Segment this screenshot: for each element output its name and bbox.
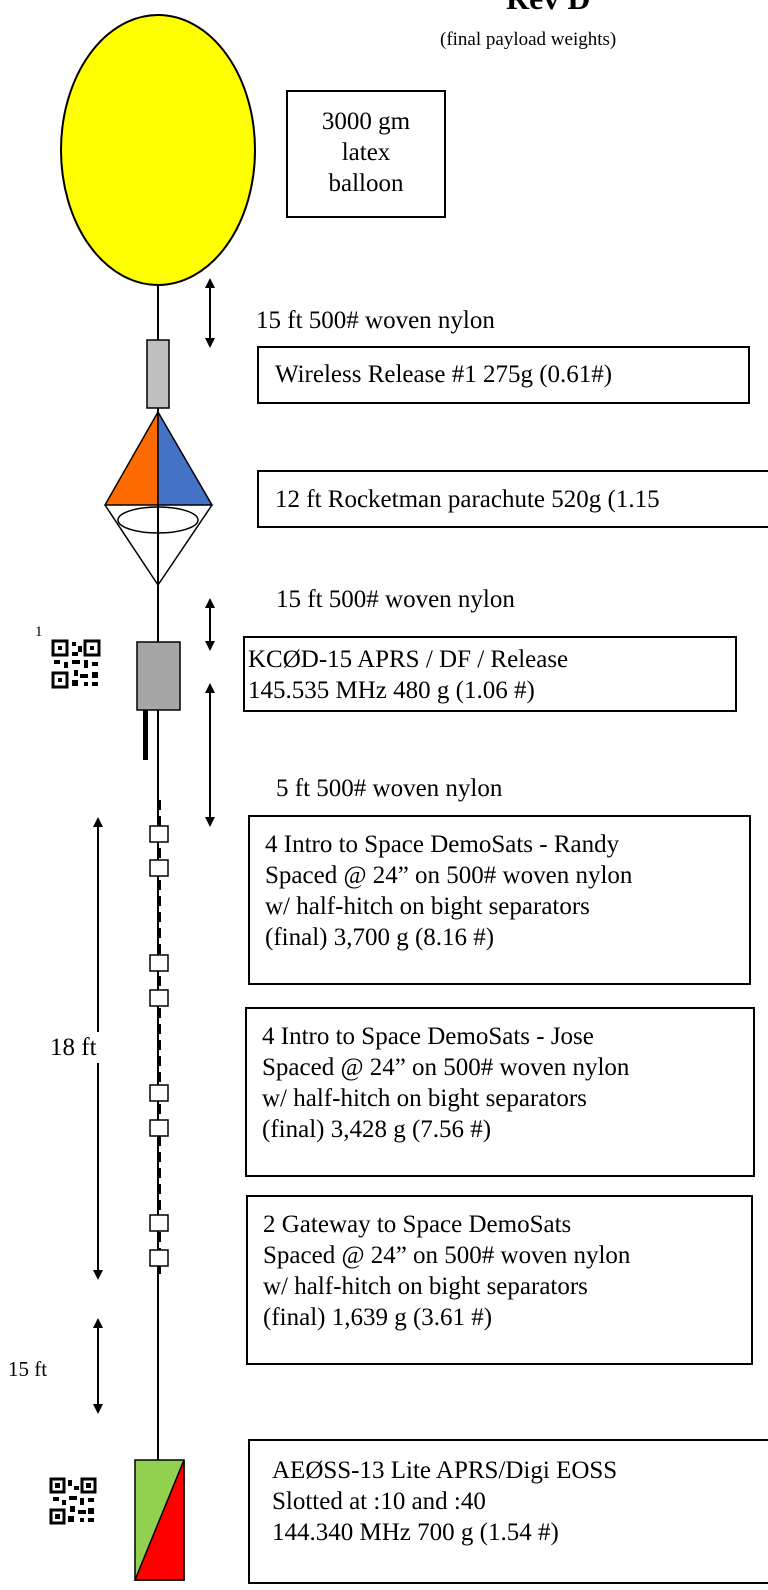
demosats-randy-line: (final) 3,700 g (8.16 #) bbox=[265, 924, 495, 951]
parachute-right-panel bbox=[157, 409, 214, 506]
parachute-box: 12 ft Rocketman parachute 520g (1.15 bbox=[257, 470, 768, 528]
balloon-label-line: latex bbox=[341, 139, 391, 166]
demosats-jose-line: 4 Intro to Space DemoSats - Jose bbox=[262, 1023, 594, 1050]
page-title: Rev D bbox=[506, 0, 590, 18]
demosats-randy-line: 4 Intro to Space DemoSats - Randy bbox=[265, 831, 620, 858]
aeoss-red-half bbox=[133, 1459, 185, 1581]
release-1-box: Wireless Release #1 275g (0.61#) bbox=[257, 346, 750, 404]
demosat-box bbox=[149, 1249, 169, 1267]
aeoss-line: AEØSS-13 Lite APRS/Digi EOSS bbox=[272, 1457, 618, 1484]
demosat-markers bbox=[149, 825, 169, 1267]
demosat-box bbox=[149, 1084, 169, 1102]
kc0d-box: KCØD-15 APRS / DF / Release 145.535 MHz … bbox=[243, 636, 737, 712]
kc0d-antenna bbox=[143, 710, 148, 760]
tether-1-label: 15 ft 500# woven nylon bbox=[256, 307, 495, 334]
balloon-label-line: balloon bbox=[328, 170, 404, 197]
qr-footnote-number: 1 bbox=[35, 624, 43, 640]
demosat-box bbox=[149, 1214, 169, 1232]
span-15ft-label: 15 ft bbox=[8, 1357, 48, 1381]
demosat-box bbox=[149, 954, 169, 972]
demosats-randy-line: w/ half-hitch on bight separators bbox=[265, 893, 590, 920]
demosats-gateway-line: (final) 1,639 g (3.61 #) bbox=[263, 1304, 493, 1331]
demosat-box bbox=[149, 859, 169, 877]
tether-2-label: 15 ft 500# woven nylon bbox=[276, 586, 515, 613]
aeoss-box-label: AEØSS-13 Lite APRS/Digi EOSS Slotted at … bbox=[248, 1439, 768, 1584]
balloon-envelope bbox=[60, 14, 256, 286]
demosats-randy-box: 4 Intro to Space DemoSats - Randy Spaced… bbox=[248, 815, 751, 985]
demosats-gateway-line: Spaced @ 24” on 500# woven nylon bbox=[263, 1242, 631, 1269]
aeoss-line: 144.340 MHz 700 g (1.54 #) bbox=[272, 1519, 559, 1546]
kc0d-line: KCØD-15 APRS / DF / Release bbox=[248, 646, 569, 673]
demosat-box bbox=[149, 989, 169, 1007]
parachute-label: 12 ft Rocketman parachute 520g (1.15 bbox=[275, 486, 660, 513]
tether-3-label: 5 ft 500# woven nylon bbox=[276, 775, 503, 802]
balloon-label-box: 3000 gm latex balloon bbox=[286, 90, 446, 218]
demosats-gateway-line: w/ half-hitch on bight separators bbox=[263, 1273, 588, 1300]
demosats-randy-line: Spaced @ 24” on 500# woven nylon bbox=[265, 862, 633, 889]
balloon-label-line: 3000 gm bbox=[321, 108, 411, 135]
demosats-jose-line: (final) 3,428 g (7.56 #) bbox=[262, 1116, 492, 1143]
aeoss-line: Slotted at :10 and :40 bbox=[272, 1488, 486, 1515]
kc0d-tracker-body bbox=[136, 641, 181, 711]
demosats-jose-line: w/ half-hitch on bight separators bbox=[262, 1085, 587, 1112]
qr-code-icon bbox=[51, 639, 101, 689]
demosats-jose-box: 4 Intro to Space DemoSats - Jose Spaced … bbox=[245, 1007, 755, 1177]
parachute-canopy-ring bbox=[117, 506, 199, 534]
span-18ft-label: 18 ft bbox=[48, 1032, 99, 1063]
demosat-box bbox=[149, 1119, 169, 1137]
demosats-jose-line: Spaced @ 24” on 500# woven nylon bbox=[262, 1054, 630, 1081]
parachute-left-panel bbox=[103, 409, 159, 506]
parachute-shroud-left bbox=[104, 504, 159, 586]
parachute-shroud-right bbox=[157, 504, 213, 586]
page-subtitle: (final payload weights) bbox=[440, 29, 617, 50]
release-1-label: Wireless Release #1 275g (0.61#) bbox=[275, 361, 613, 388]
release-1-body bbox=[146, 339, 170, 409]
demosats-gateway-box: 2 Gateway to Space DemoSats Spaced @ 24”… bbox=[246, 1195, 753, 1365]
demosats-gateway-line: 2 Gateway to Space DemoSats bbox=[263, 1211, 572, 1238]
kc0d-line: 145.535 MHz 480 g (1.06 #) bbox=[248, 677, 535, 704]
demosat-box bbox=[149, 825, 169, 843]
qr-code-icon bbox=[49, 1477, 97, 1525]
